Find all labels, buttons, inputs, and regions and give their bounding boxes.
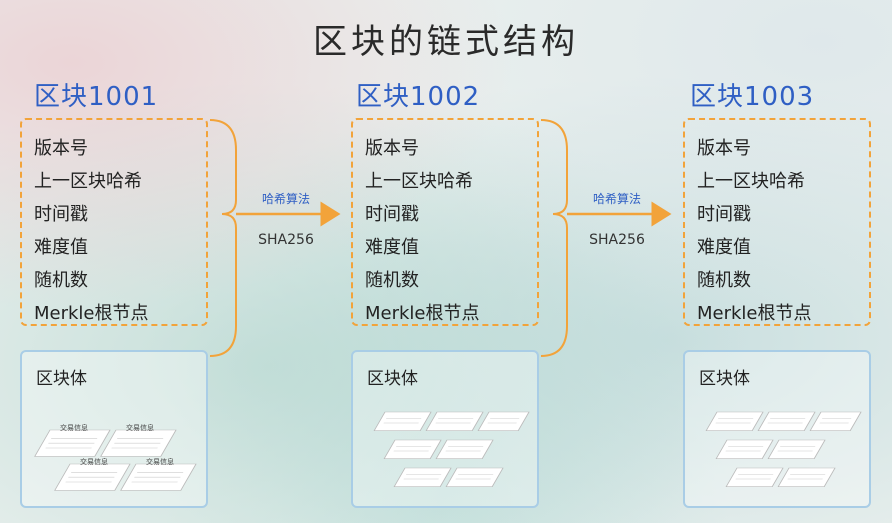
tx-sheet (445, 467, 504, 487)
block-3-body: 区块体 (683, 350, 871, 508)
connector-1-top (209, 119, 237, 215)
tx-label: 交易信息 (146, 457, 174, 466)
block-1-header: 版本号 上一区块哈希 时间戳 难度值 随机数 Merkle根节点 (20, 118, 208, 326)
diagram-title: 区块的链式结构 (313, 22, 579, 62)
tx-sheet (383, 439, 442, 459)
block-2-title: 区块1002 (356, 82, 481, 112)
field-merkle-root: Merkle根节点 (697, 303, 812, 324)
block-1-body-label: 区块体 (36, 369, 87, 389)
tx-sheet (757, 411, 816, 431)
tx-sheet (767, 439, 826, 459)
field-nonce: 随机数 (697, 270, 751, 291)
field-difficulty: 难度值 (697, 237, 751, 258)
tx-sheet (715, 439, 774, 459)
arrow-1-algorithm: SHA256 (258, 232, 314, 248)
transactions-illustration: 交易信息 交易信息 交易信息 交易信息 (34, 423, 197, 491)
block-3-header: 版本号 上一区块哈希 时间戳 难度值 随机数 Merkle根节点 (683, 118, 871, 326)
tx-sheet (705, 411, 764, 431)
field-prev-hash: 上一区块哈希 (34, 171, 142, 192)
field-version: 版本号 (697, 138, 751, 159)
field-timestamp: 时间戳 (365, 204, 419, 225)
field-version: 版本号 (34, 138, 88, 159)
transactions-illustration (373, 411, 530, 487)
block-3-body-label: 区块体 (699, 369, 750, 389)
tx-sheet (54, 463, 131, 491)
tx-sheet (100, 429, 177, 457)
field-prev-hash: 上一区块哈希 (365, 171, 473, 192)
field-nonce: 随机数 (365, 270, 419, 291)
block-2-body: 区块体 (351, 350, 539, 508)
field-merkle-root: Merkle根节点 (365, 303, 480, 324)
arrow-1-label: 哈希算法 (261, 192, 310, 206)
tx-sheet (120, 463, 197, 491)
transactions-illustration (705, 411, 862, 487)
tx-sheet (373, 411, 432, 431)
tx-label: 交易信息 (60, 423, 88, 432)
tx-label: 交易信息 (126, 423, 154, 432)
field-timestamp: 时间戳 (697, 204, 751, 225)
tx-sheet (477, 411, 530, 431)
tx-sheet (777, 467, 836, 487)
block-3-title: 区块1003 (690, 82, 815, 112)
field-difficulty: 难度值 (34, 237, 88, 258)
block-2-body-label: 区块体 (367, 369, 418, 389)
field-nonce: 随机数 (34, 270, 88, 291)
field-timestamp: 时间戳 (34, 204, 88, 225)
tx-sheet (425, 411, 484, 431)
connector-2-top (540, 119, 568, 215)
field-merkle-root: Merkle根节点 (34, 303, 149, 324)
tx-sheet (809, 411, 862, 431)
arrow-2-label: 哈希算法 (592, 192, 641, 206)
tx-sheet (435, 439, 494, 459)
field-difficulty: 难度值 (365, 237, 419, 258)
block-1-title: 区块1001 (34, 82, 159, 112)
field-version: 版本号 (365, 138, 419, 159)
tx-label: 交易信息 (80, 457, 108, 466)
connector-2-bottom (540, 213, 568, 357)
field-prev-hash: 上一区块哈希 (697, 171, 805, 192)
arrow-2-algorithm: SHA256 (589, 232, 645, 248)
connector-1-bottom (209, 213, 237, 357)
block-1-body: 区块体 交易信息 交易信息 交易信息 交易信息 (20, 350, 208, 508)
block-2-header: 版本号 上一区块哈希 时间戳 难度值 随机数 Merkle根节点 (351, 118, 539, 326)
tx-sheet (393, 467, 452, 487)
tx-sheet (725, 467, 784, 487)
tx-sheet (34, 429, 111, 457)
